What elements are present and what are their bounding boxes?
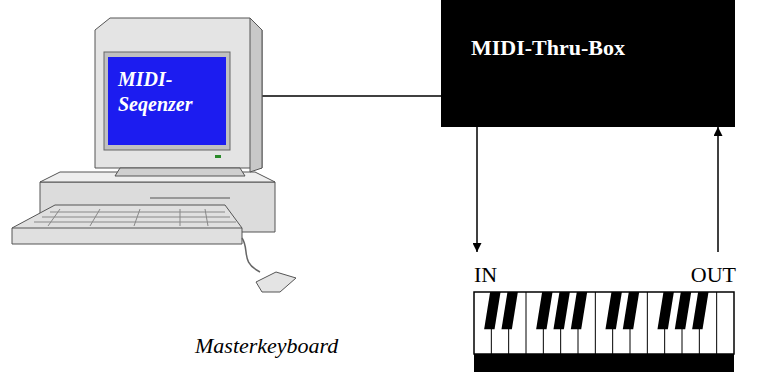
- keyboard-node: IN OUT: [466, 262, 742, 372]
- midi-cable: [476, 127, 478, 252]
- caption-label: Masterkeyboard: [195, 333, 338, 359]
- port-label: OUT: [691, 262, 736, 288]
- midi-cable: [717, 127, 719, 252]
- node-text: MIDI-Thru-Box: [471, 34, 725, 62]
- node-text: MIDI- Seqenzer: [118, 67, 220, 117]
- thru-box: MIDI-Thru-Box: [441, 0, 735, 127]
- port-label: IN: [474, 262, 497, 288]
- screen-node: MIDI- Seqenzer: [108, 57, 226, 145]
